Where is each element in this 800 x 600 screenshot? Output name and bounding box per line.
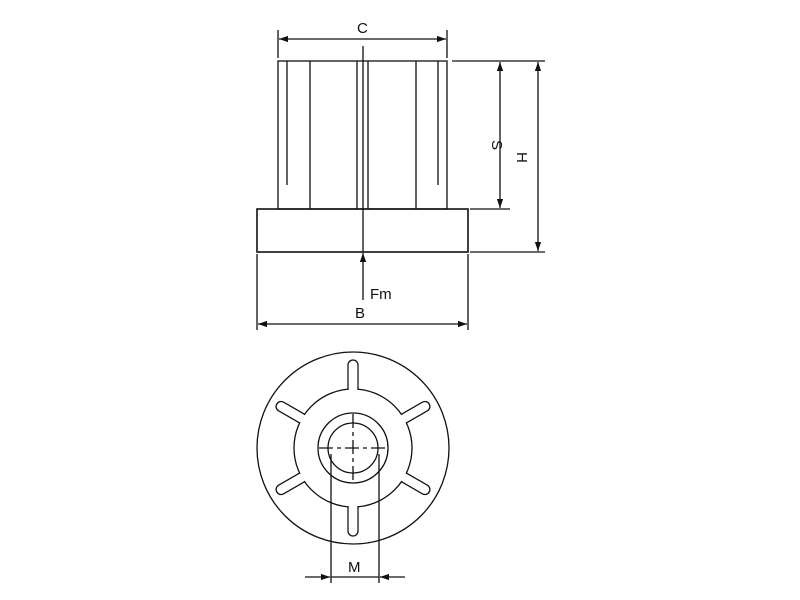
label-fm: Fm [370, 286, 392, 303]
outer-circle [256, 351, 450, 545]
label-s: S [488, 140, 505, 150]
spoke-slot [348, 500, 358, 535]
side-view [256, 30, 545, 330]
spoke-slot [397, 472, 429, 494]
bottom-view [256, 351, 450, 583]
label-m: M [348, 559, 361, 576]
spoke-slot [277, 472, 309, 494]
spoke-slot [397, 402, 429, 424]
bore-outer [317, 412, 389, 484]
label-h: H [513, 152, 530, 163]
label-c: C [357, 20, 368, 37]
spoke-slot [277, 402, 309, 424]
label-b: B [355, 305, 365, 322]
spoke-slot [348, 361, 358, 396]
